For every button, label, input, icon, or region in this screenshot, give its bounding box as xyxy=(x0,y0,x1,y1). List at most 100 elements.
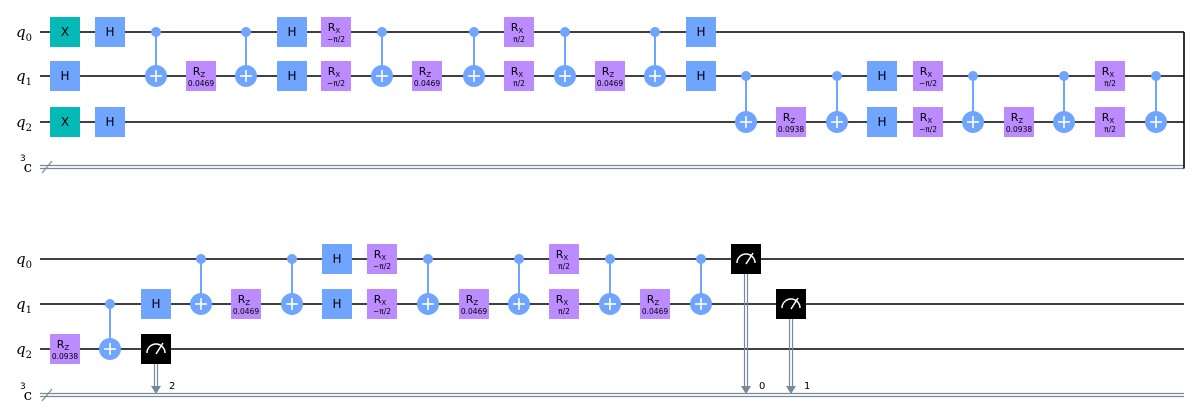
gate-param: 0.0469 xyxy=(188,79,214,88)
rx-gate-q1: RX−π/2 xyxy=(321,61,351,91)
gate-param: 0.0469 xyxy=(461,307,487,316)
measure-bit-label: 2 xyxy=(169,381,175,392)
control-dot xyxy=(287,254,297,264)
qubit-label-q1: q1 xyxy=(16,295,32,316)
gate-label: H xyxy=(332,297,341,311)
cnot-q0-q1 xyxy=(145,27,167,87)
gate-label: H xyxy=(151,297,160,311)
gate-box xyxy=(913,61,943,91)
cnot-q1-q2 xyxy=(99,299,121,360)
creg-label: c xyxy=(24,386,32,404)
gate-box xyxy=(321,61,351,91)
control-dot xyxy=(105,299,115,309)
measure-box xyxy=(731,244,761,274)
gate-param: −π/2 xyxy=(373,307,391,316)
measure-arrowhead xyxy=(786,386,796,394)
gate-label: RX xyxy=(511,65,524,79)
meter-icon xyxy=(736,253,756,264)
cnot-q0-q1 xyxy=(554,27,576,87)
gate-box xyxy=(867,107,897,137)
rz-gate-q2: RZ0.0938 xyxy=(776,107,806,137)
gate-box xyxy=(50,107,80,137)
gate-box xyxy=(322,289,352,319)
rz-gate-q1: RZ0.0469 xyxy=(231,289,261,319)
creg-slash xyxy=(41,160,53,174)
rz-gate-q1: RZ0.0469 xyxy=(459,289,489,319)
cnot-q0-q1 xyxy=(463,27,485,87)
control-dot xyxy=(1151,71,1161,81)
gate-label: X xyxy=(61,25,69,39)
h-gate-q1: H xyxy=(867,61,897,91)
meter-needle xyxy=(745,252,754,265)
gate-param: −π/2 xyxy=(327,35,345,44)
gate-label: RX xyxy=(556,248,569,262)
gate-label: RZ xyxy=(193,65,206,79)
gate-box xyxy=(640,289,670,319)
gate-box xyxy=(549,244,579,274)
cnot-q0-q1 xyxy=(235,27,257,87)
gate-label: H xyxy=(105,25,114,39)
cnot-q0-q1 xyxy=(599,254,621,315)
gate-box xyxy=(1095,61,1125,91)
gate-box xyxy=(367,244,397,274)
rz-gate-q1: RZ0.0469 xyxy=(595,61,625,91)
rx-gate-q0: RXπ/2 xyxy=(549,244,579,274)
h-gate-q0: H xyxy=(686,17,716,47)
h-gate-q0: H xyxy=(277,17,307,47)
gate-param: 0.0469 xyxy=(233,307,259,316)
gate-label: RX xyxy=(920,111,933,125)
h-gate-q1: H xyxy=(277,61,307,91)
gate-box xyxy=(504,61,534,91)
cnot-q1-q2 xyxy=(962,71,984,133)
measure-q2: 2 xyxy=(141,334,175,394)
gate-label: RX xyxy=(328,21,341,35)
rx-gate-q1: RX−π/2 xyxy=(367,289,397,319)
gate-box xyxy=(367,289,397,319)
control-dot xyxy=(423,254,433,264)
control-dot xyxy=(741,71,751,81)
cnot-q1-q2 xyxy=(735,71,757,133)
gate-box xyxy=(1004,107,1034,137)
h-gate-q1: H xyxy=(50,61,80,91)
gate-label: RX xyxy=(556,293,569,307)
gate-box xyxy=(186,61,216,91)
gate-label: RX xyxy=(328,65,341,79)
gate-param: −π/2 xyxy=(919,125,937,134)
measure-arrowhead xyxy=(151,386,161,394)
control-dot xyxy=(696,254,706,264)
cnot-q0-q1 xyxy=(371,27,393,87)
meter-needle xyxy=(155,342,164,355)
gate-param: π/2 xyxy=(513,35,525,44)
gate-box xyxy=(277,17,307,47)
gate-label: X xyxy=(61,115,69,129)
gate-label: RX xyxy=(511,21,524,35)
creg-size: 3 xyxy=(20,382,26,392)
gate-label: RZ xyxy=(783,111,796,125)
qubit-label-q2: q2 xyxy=(16,340,32,361)
meter-icon xyxy=(146,343,166,354)
cnot-q0-q1 xyxy=(508,254,530,315)
cnot-q1-q2 xyxy=(1053,71,1075,133)
rx-gate-q1: RXπ/2 xyxy=(549,289,579,319)
control-dot xyxy=(241,27,251,37)
gate-box xyxy=(231,289,261,319)
gate-box xyxy=(686,61,716,91)
measure-box xyxy=(141,334,171,364)
gate-label: H xyxy=(287,25,296,39)
gate-box xyxy=(322,244,352,274)
gate-box xyxy=(504,17,534,47)
gate-label: H xyxy=(287,69,296,83)
rx-gate-q1: RX−π/2 xyxy=(913,61,943,91)
rx-gate-q1: RXπ/2 xyxy=(504,61,534,91)
creg-size: 3 xyxy=(20,154,26,164)
rz-gate-q1: RZ0.0469 xyxy=(412,61,442,91)
cnot-q1-q2 xyxy=(1145,71,1167,133)
gate-box xyxy=(321,17,351,47)
gate-label: RZ xyxy=(647,293,660,307)
control-dot xyxy=(514,254,524,264)
qubit-label-q2: q2 xyxy=(16,113,32,134)
gate-label: H xyxy=(332,252,341,266)
control-dot xyxy=(650,27,660,37)
gate-box xyxy=(776,107,806,137)
